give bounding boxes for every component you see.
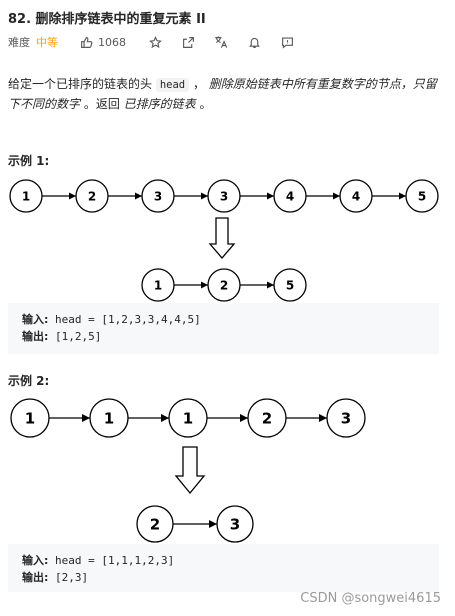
problem-title: 82. 删除排序链表中的重复元素 II xyxy=(8,12,206,27)
list-node xyxy=(141,179,175,213)
list-node xyxy=(207,268,241,302)
input-value: head = [1,2,3,3,4,4,5] xyxy=(55,313,201,326)
list-node xyxy=(136,505,174,543)
list-node-value: 5 xyxy=(418,189,426,203)
favorite-button[interactable] xyxy=(148,35,162,49)
watermark: CSDN @songwei4615 xyxy=(300,591,441,606)
list-node xyxy=(168,398,208,438)
problem-description: 给定一个已排序的链表的头 head ， 删除原始链表中所有重复数字的节点，只留下… xyxy=(8,77,437,111)
output-label: 输出: xyxy=(22,330,49,343)
list-node-value: 5 xyxy=(286,278,294,292)
star-icon xyxy=(148,35,162,48)
list-node-value: 2 xyxy=(262,409,272,427)
list-node xyxy=(273,179,307,213)
list-node-value: 3 xyxy=(341,409,351,427)
list-node-value: 2 xyxy=(150,515,160,533)
bell-icon xyxy=(248,37,260,48)
list-node xyxy=(89,398,129,438)
list-node xyxy=(141,268,175,302)
list-node xyxy=(9,179,43,213)
list-node xyxy=(207,179,241,213)
output-value: [1,2,5] xyxy=(55,330,102,343)
list-node-value: 4 xyxy=(286,189,294,203)
list-node xyxy=(405,179,439,213)
difficulty-label: 难度 xyxy=(8,36,30,49)
share-button[interactable] xyxy=(181,35,195,49)
list-node-value: 3 xyxy=(230,515,240,533)
like-button[interactable]: 1068 xyxy=(80,36,126,49)
problem-meta-bar: 难度 中等 1068 xyxy=(8,33,313,51)
like-count: 1068 xyxy=(98,35,126,49)
transform-arrow xyxy=(208,217,236,259)
subscribe-button[interactable] xyxy=(247,35,261,49)
list-node xyxy=(75,179,109,213)
input-label: 输入: xyxy=(22,313,49,326)
list-node xyxy=(216,505,254,543)
example-2-io-block: 输入: head = [1,1,1,2,3] 输出: [2,3] xyxy=(8,544,439,592)
input-value: head = [1,1,1,2,3] xyxy=(55,554,175,567)
list-node xyxy=(339,179,373,213)
list-node-value: 1 xyxy=(183,409,193,427)
share-icon xyxy=(182,36,194,48)
list-node xyxy=(247,398,287,438)
list-node-value: 2 xyxy=(88,189,96,203)
list-node xyxy=(326,398,366,438)
inline-code-head: head xyxy=(155,78,190,92)
input-label: 输入: xyxy=(22,554,49,567)
comment-icon xyxy=(281,36,293,49)
output-label: 输出: xyxy=(22,571,49,584)
list-node-value: 1 xyxy=(104,409,114,427)
translate-icon xyxy=(215,36,228,48)
list-node-value: 3 xyxy=(220,189,228,203)
translate-button[interactable] xyxy=(214,35,228,49)
list-node-value: 3 xyxy=(154,189,162,203)
list-node-value: 1 xyxy=(154,278,162,292)
thumb-up-icon xyxy=(81,36,93,48)
example-1-title: 示例 1: xyxy=(8,154,50,168)
feedback-button[interactable] xyxy=(280,35,294,49)
example-2-title: 示例 2: xyxy=(8,374,50,388)
list-node xyxy=(10,398,50,438)
list-node-value: 1 xyxy=(22,189,30,203)
emphasis-text: 已排序的链表 xyxy=(123,97,196,111)
output-value: [2,3] xyxy=(55,571,89,584)
difficulty-badge: 中等 xyxy=(36,36,58,49)
transform-arrow xyxy=(174,446,206,495)
example-2-diagram: 1 1 1 2 3 2 3 xyxy=(10,398,366,543)
emphasis-text: 删除原始链表中所有重复数字的节点，只留下不同的数字 xyxy=(8,77,437,111)
list-node-value: 2 xyxy=(220,278,228,292)
list-node xyxy=(273,268,307,302)
list-node-value: 1 xyxy=(25,409,35,427)
example-1-io-block: 输入: head = [1,2,3,3,4,4,5] 输出: [1,2,5] xyxy=(8,303,439,354)
example-1-diagram: 1 2 3 3 4 4 5 1 2 5 xyxy=(9,179,439,302)
list-node-value: 4 xyxy=(352,189,360,203)
